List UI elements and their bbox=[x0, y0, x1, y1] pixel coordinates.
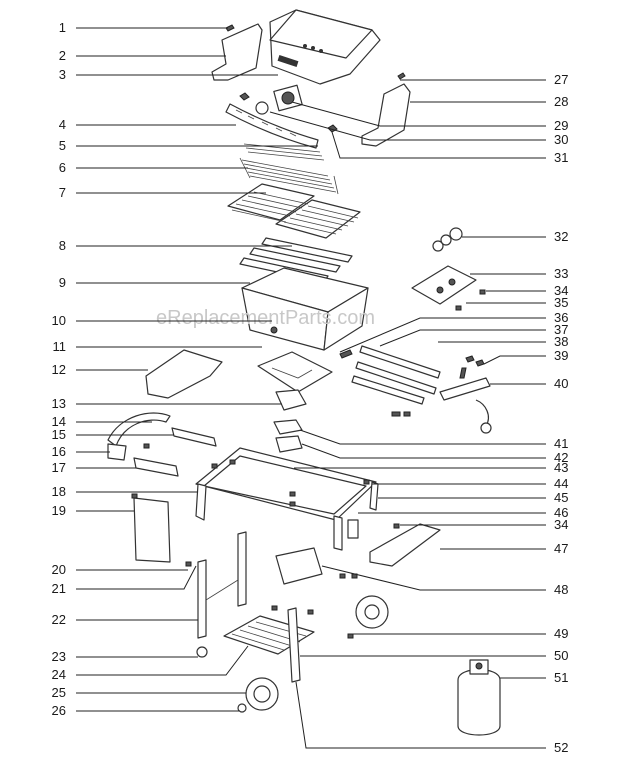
catch-pan-holder bbox=[257, 351, 333, 393]
leader-lines bbox=[76, 27, 546, 749]
gas-manifold bbox=[439, 367, 492, 434]
drip-tray-41 bbox=[273, 419, 303, 435]
callout-32: 32 bbox=[554, 229, 568, 244]
side-table bbox=[145, 349, 223, 399]
callout-12: 12 bbox=[52, 362, 66, 377]
callout-1: 1 bbox=[59, 20, 66, 35]
callout-33: 33 bbox=[554, 266, 568, 281]
grill-parts-illustration bbox=[107, 9, 501, 736]
propane-tank bbox=[457, 659, 501, 736]
callout-38: 38 bbox=[554, 334, 568, 349]
callout-35: 35 bbox=[554, 295, 568, 310]
left-end-cap bbox=[211, 23, 263, 81]
callout-39: 39 bbox=[554, 348, 568, 363]
screws-part-39 bbox=[465, 355, 485, 367]
callout-16: 16 bbox=[52, 444, 66, 459]
callouts-left: 1 2 3 4 5 6 7 8 9 10 11 12 13 14 15 16 1… bbox=[52, 20, 66, 718]
callout-24: 24 bbox=[52, 667, 66, 682]
callout-9: 9 bbox=[59, 275, 66, 290]
callout-52: 52 bbox=[554, 740, 568, 755]
catch-pan-13 bbox=[275, 389, 307, 411]
callout-2: 2 bbox=[59, 48, 66, 63]
callout-17: 17 bbox=[52, 460, 66, 475]
callout-36: 36 bbox=[554, 310, 568, 325]
cart-legs bbox=[197, 531, 247, 639]
burner-tubes bbox=[339, 345, 441, 405]
access-door bbox=[133, 497, 171, 563]
callout-4: 4 bbox=[59, 117, 66, 132]
callout-8: 8 bbox=[59, 238, 66, 253]
callout-7: 7 bbox=[59, 185, 66, 200]
control-panel bbox=[411, 265, 477, 305]
callouts-right: 27 28 29 30 31 32 33 34 35 36 37 38 39 4… bbox=[554, 72, 568, 755]
callout-10: 10 bbox=[52, 313, 66, 328]
rear-leg bbox=[287, 607, 301, 683]
callout-34: 34 bbox=[554, 283, 568, 298]
watermark: eReplacementParts.com bbox=[156, 307, 375, 329]
drip-tray-42 bbox=[275, 435, 303, 453]
caster-23 bbox=[196, 646, 208, 658]
callout-47: 47 bbox=[554, 541, 568, 556]
callout-26: 26 bbox=[52, 703, 66, 718]
callout-41: 41 bbox=[554, 436, 568, 451]
callout-51: 51 bbox=[554, 670, 568, 685]
screw-part-27 bbox=[397, 72, 406, 80]
callout-19: 19 bbox=[52, 503, 66, 518]
callout-30: 30 bbox=[554, 132, 568, 147]
callout-48: 48 bbox=[554, 582, 568, 597]
callout-27: 27 bbox=[554, 72, 568, 87]
callout-28: 28 bbox=[554, 94, 568, 109]
bottom-shelf bbox=[223, 615, 315, 655]
warming-rack-5 bbox=[243, 143, 325, 161]
side-rail-17 bbox=[133, 457, 179, 477]
cook-box bbox=[241, 267, 369, 351]
cooking-grates bbox=[227, 183, 361, 239]
callout-29: 29 bbox=[554, 118, 568, 133]
front-handle bbox=[107, 412, 171, 447]
callout-18: 18 bbox=[52, 484, 66, 499]
callout-11: 11 bbox=[53, 339, 67, 354]
screw-part-1 bbox=[225, 24, 235, 32]
grill-lid bbox=[269, 9, 381, 85]
callout-44: 44 bbox=[554, 476, 568, 491]
callout-45: 45 bbox=[554, 490, 568, 505]
callout-23: 23 bbox=[52, 649, 66, 664]
callout-42: 42 bbox=[554, 450, 568, 465]
callout-31: 31 bbox=[554, 150, 568, 165]
wheel-right bbox=[355, 595, 389, 629]
wheel-cap-26 bbox=[237, 703, 247, 713]
side-rail-16 bbox=[107, 443, 127, 461]
bolts-part bbox=[391, 411, 411, 417]
callout-25: 25 bbox=[52, 685, 66, 700]
thermometer bbox=[255, 84, 303, 115]
cart-frame bbox=[195, 447, 379, 551]
callout-3: 3 bbox=[59, 67, 66, 82]
callout-49: 49 bbox=[554, 626, 568, 641]
callout-15: 15 bbox=[52, 427, 66, 442]
lid-handle bbox=[225, 103, 319, 149]
callout-20: 20 bbox=[52, 562, 66, 577]
side-handle bbox=[369, 523, 441, 567]
callout-5: 5 bbox=[59, 138, 66, 153]
right-end-cap bbox=[361, 83, 411, 147]
wheel-left bbox=[245, 677, 279, 711]
callout-37: 37 bbox=[554, 322, 568, 337]
callout-50: 50 bbox=[554, 648, 568, 663]
side-rail-15 bbox=[171, 427, 217, 447]
tool-holder bbox=[275, 547, 323, 585]
fasteners bbox=[131, 289, 486, 639]
callout-21: 21 bbox=[52, 581, 66, 596]
bolt-part bbox=[239, 92, 250, 101]
callout-13: 13 bbox=[52, 396, 66, 411]
callout-43: 43 bbox=[554, 460, 568, 475]
callout-6: 6 bbox=[59, 160, 66, 175]
callout-34b: 34 bbox=[554, 517, 568, 532]
callout-46: 46 bbox=[554, 505, 568, 520]
bracket-46 bbox=[347, 519, 359, 539]
callout-22: 22 bbox=[52, 612, 66, 627]
callout-40: 40 bbox=[554, 376, 568, 391]
control-knobs bbox=[432, 227, 463, 252]
callout-14: 14 bbox=[52, 414, 66, 429]
